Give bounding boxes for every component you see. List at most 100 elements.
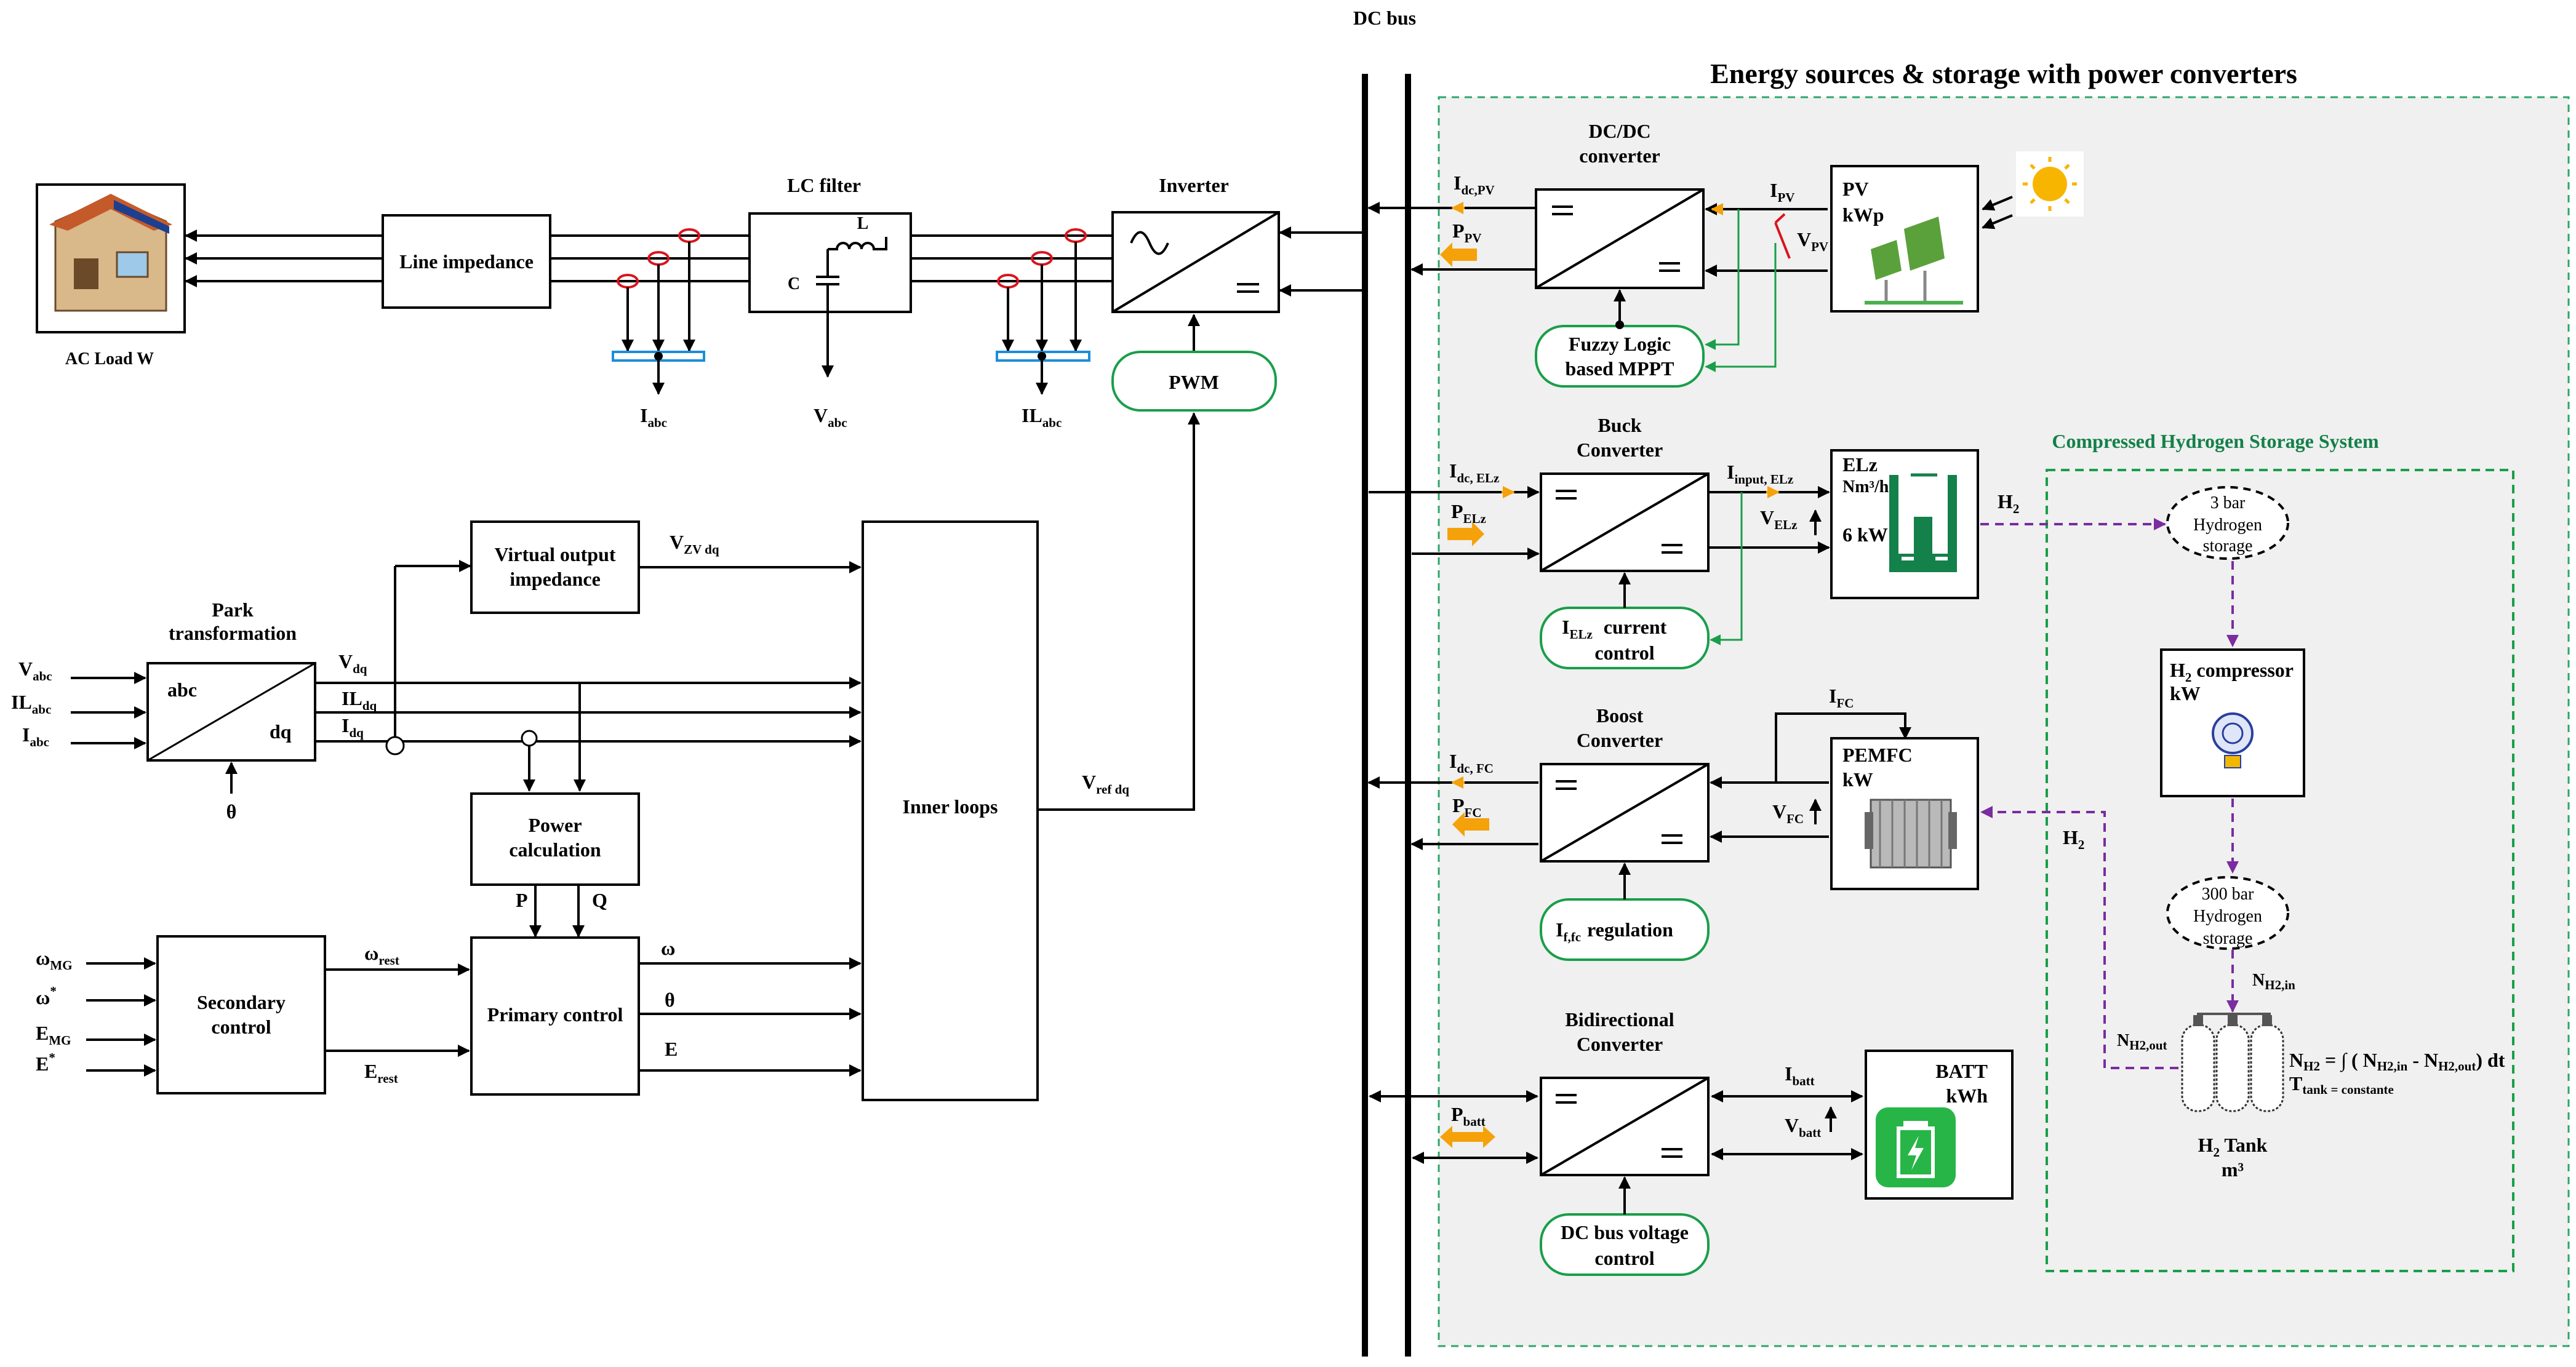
- lc-inductor-label: L: [857, 214, 869, 233]
- n-h2-out-label: NH2,out: [2117, 1031, 2167, 1053]
- batt-label-2: kWh: [1946, 1085, 1988, 1107]
- p-fc-label: PFC: [1452, 794, 1482, 820]
- vabc-label: Vabc: [814, 404, 847, 430]
- h2-flow-label-fc: H2: [2063, 826, 2084, 852]
- line-impedance-label: Line impedance: [399, 250, 534, 273]
- lc-filter-title: LC filter: [787, 174, 861, 196]
- power-calculation-block: [470, 792, 640, 886]
- tank-300bar-label-1: 300 bar: [2202, 885, 2254, 904]
- v-elz-label: VELz: [1760, 506, 1797, 532]
- pv-label-2: kWp: [1842, 204, 1884, 226]
- primary-control-label: Primary control: [487, 1003, 623, 1026]
- primary-control-block: [470, 936, 640, 1096]
- vzv-label: VZV dq: [670, 531, 719, 557]
- dcdc-title-2: converter: [1579, 145, 1660, 167]
- pemfc-label-1: PEMFC: [1842, 744, 1913, 766]
- virtual-impedance-label-1: Virtual output: [494, 543, 615, 565]
- tank-300bar-label-3: storage: [2203, 929, 2253, 948]
- idc-fc-label: Idc, FC: [1449, 750, 1494, 776]
- boost-title-2: Converter: [1577, 729, 1663, 751]
- inner-loops-block: [862, 520, 1039, 1101]
- ac-load-label: AC Load W: [65, 349, 154, 369]
- pemfc-label-2: kW: [1842, 768, 1873, 791]
- dc-bars-icon: [1237, 283, 1259, 293]
- sine-wave-icon: [1130, 231, 1169, 255]
- idq-label: Idq: [342, 714, 364, 740]
- lc-capacitor-label: C: [788, 274, 800, 293]
- compressor-icon: [2212, 712, 2254, 768]
- park-title-2: transformation: [169, 622, 297, 644]
- power-flow-arrow-batt: [1440, 1126, 1495, 1148]
- tank-3bar-label-3: storage: [2203, 536, 2253, 556]
- dc-bus-label: DC bus: [1353, 7, 1416, 29]
- power-flow-arrow-elz: [1447, 522, 1484, 546]
- bidir-title-1: Bidirectional: [1565, 1008, 1674, 1030]
- section-title: Energy sources & storage with power conv…: [1710, 58, 2297, 89]
- electrolyzer-icon: [1889, 473, 1957, 572]
- inverter-title: Inverter: [1159, 174, 1229, 196]
- q-label: Q: [592, 889, 607, 911]
- idc-pv-label: Idc,PV: [1454, 172, 1495, 197]
- input-ilabc-label: ILabc: [11, 691, 51, 717]
- dcdc-title-1: DC/DC: [1588, 120, 1650, 142]
- solar-panel-icon: [1865, 217, 1963, 305]
- compressor-label-2: kW: [2170, 682, 2201, 704]
- ielz-control-label-2: control: [1594, 642, 1654, 664]
- input-iabc-label: Iabc: [22, 723, 49, 749]
- vdq-label: Vdq: [338, 650, 367, 676]
- secondary-control-block: [156, 935, 326, 1094]
- i-pv-label: IPV: [1770, 179, 1794, 205]
- primary-omega-label: ω: [661, 937, 675, 959]
- v-fc-label: VFC: [1772, 800, 1804, 826]
- power-calculation-label-1: Power: [528, 814, 582, 836]
- i-batt-label: Ibatt: [1785, 1062, 1815, 1088]
- sun-icon: [2016, 151, 2084, 217]
- fuel-cell-icon: [1865, 799, 1957, 869]
- batt-label-1: BATT: [1935, 1060, 1988, 1082]
- tank-3bar-label-1: 3 bar: [2210, 493, 2246, 512]
- tank-300bar: [2166, 876, 2289, 950]
- pv-label-1: PV: [1842, 178, 1869, 200]
- idc-elz-label: Idc, ELz: [1449, 460, 1499, 485]
- e-rest-label: Erest: [364, 1060, 398, 1086]
- fuzzy-mppt-label-1: Fuzzy Logic: [1569, 333, 1671, 355]
- p-pv-label: PPV: [1452, 220, 1482, 245]
- line-impedance-block: [382, 214, 551, 309]
- v-batt-label: Vbatt: [1785, 1114, 1821, 1140]
- park-theta-label: θ: [226, 800, 237, 823]
- p-batt-label: Pbatt: [1451, 1103, 1486, 1129]
- battery-icon: [1876, 1107, 1956, 1187]
- elz-label-1: ELz: [1842, 453, 1878, 476]
- v-pv-label: VPV: [1797, 228, 1828, 254]
- power-calculation-label-2: calculation: [509, 839, 601, 861]
- h2-flow-label-elz: H2: [1998, 490, 2019, 516]
- buck-title-1: Buck: [1598, 414, 1641, 436]
- p-elz-label: PELz: [1451, 500, 1486, 526]
- tank-equation-2: Ttank = constante: [2289, 1072, 2394, 1097]
- hydrogen-tank-icon: [2181, 1013, 2284, 1112]
- dc-bus-control-label-1: DC bus voltage: [1561, 1221, 1689, 1243]
- park-title-1: Park: [212, 599, 254, 621]
- bidir-title-2: Converter: [1577, 1033, 1663, 1055]
- current-sensor-iabc: [612, 228, 705, 395]
- hydrogen-storage-zone: [2046, 469, 2514, 1272]
- boost-title-1: Boost: [1596, 704, 1644, 727]
- dc-bus-control-label-2: control: [1594, 1247, 1654, 1269]
- omega-rest-label: ωrest: [364, 942, 399, 968]
- elz-label-2: Nm³/h: [1842, 477, 1889, 496]
- e-star-label: E*: [36, 1050, 55, 1075]
- lc-filter-block: [748, 212, 912, 313]
- vref-label: Vref dq: [1082, 771, 1129, 797]
- ac-load-house-icon: [36, 183, 186, 333]
- input-vabc-label: Vabc: [18, 658, 52, 684]
- pv-block: [1830, 165, 1979, 313]
- p-label: P: [516, 889, 528, 911]
- elz-label-3: 6 kW: [1842, 524, 1888, 546]
- n-h2-in-label: NH2,in: [2252, 971, 2295, 992]
- ilabc-label: ILabc: [1022, 404, 1062, 430]
- park-dq-label: dq: [270, 720, 292, 743]
- power-flow-arrow-fc: [1452, 812, 1489, 837]
- h2-tank-label-1: H2 Tank: [2198, 1134, 2268, 1160]
